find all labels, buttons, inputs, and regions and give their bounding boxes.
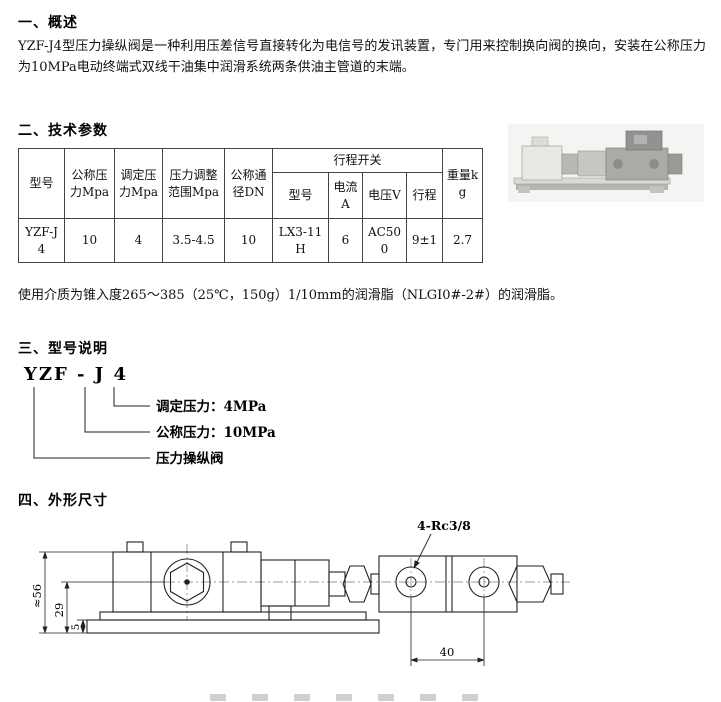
dim-base-thickness: 5 <box>70 624 82 631</box>
col-header-travel-switch: 行程开关 <box>271 148 444 173</box>
cell-weight: 2.7 <box>442 218 484 263</box>
overview-title: 一、概述 <box>18 15 78 31</box>
cell-nominal-diameter: 10 <box>224 218 273 263</box>
valve-body-outline <box>86 541 564 634</box>
port-thread-label: 4-Rc3/8 <box>417 518 471 533</box>
model-explain-title: 三、型号说明 <box>18 341 108 357</box>
medium-note: 使用介质为锥入度265～385（25℃，150g）1/10mm的润滑脂（NLGI… <box>18 288 563 303</box>
col-header-nominal-pressure: 公称压力Mpa <box>64 148 115 219</box>
cell-switch-current: 6 <box>328 218 363 263</box>
label-valve-name: 压力操纵阀 <box>156 450 224 467</box>
cell-model: YZF-J4 <box>18 218 65 263</box>
col-header-switch-voltage: 电压V <box>362 172 407 219</box>
label-set-pressure: 调定压力：4MPa <box>156 398 267 415</box>
product-photo <box>508 124 704 206</box>
outline-drawing: 4-Rc3/8 ≈56 29 5 40 <box>25 516 625 698</box>
label-nominal-pressure: 公称压力：10MPa <box>156 424 276 441</box>
dimension-lines <box>39 551 485 666</box>
col-header-switch-current: 电流A <box>328 172 363 219</box>
cell-adjust-range: 3.5-4.5 <box>162 218 225 263</box>
dimensions-title: 四、外形尺寸 <box>18 493 108 509</box>
dim-port-spacing: 40 <box>440 645 455 659</box>
dim-total-height: ≈56 <box>30 584 44 608</box>
col-header-switch-model: 型号 <box>272 172 329 219</box>
cell-switch-travel: 9±1 <box>405 218 444 263</box>
col-header-nominal-diameter: 公称通径DN <box>224 148 273 219</box>
specs-title: 二、技术参数 <box>18 123 108 139</box>
dim-center-height: 29 <box>52 603 66 618</box>
cell-nominal-pressure: 10 <box>64 218 115 263</box>
spec-table: 型号 公称压力Mpa 调定压力Mpa 压力调整范围Mpa 公称通径DN 行程开关… <box>18 148 484 263</box>
model-code: YZF - J 4 <box>23 364 128 385</box>
cell-set-pressure: 4 <box>114 218 163 263</box>
model-designation-diagram: YZF - J 4 调定压力：4MPa 公称压力：10MPa 压力操纵阀 <box>22 362 452 478</box>
cell-switch-voltage: AC500 <box>362 218 407 263</box>
table-row: YZF-J4 10 4 3.5-4.5 10 LX3-11H 6 AC500 9… <box>18 218 484 263</box>
col-header-adjust-range: 压力调整范围Mpa <box>162 148 225 219</box>
overview-paragraph: YZF-J4型压力操纵阀是一种利用压差信号直接转化为电信号的发讯装置，专门用来控… <box>18 39 706 76</box>
col-header-weight: 重量kg <box>442 148 484 219</box>
col-header-model: 型号 <box>18 148 65 219</box>
col-header-set-pressure: 调定压力Mpa <box>114 148 163 219</box>
col-header-switch-travel: 行程 <box>405 172 444 219</box>
center-lines <box>165 544 570 620</box>
cell-switch-model: LX3-11H <box>272 218 329 263</box>
footer-watermark <box>210 694 478 701</box>
